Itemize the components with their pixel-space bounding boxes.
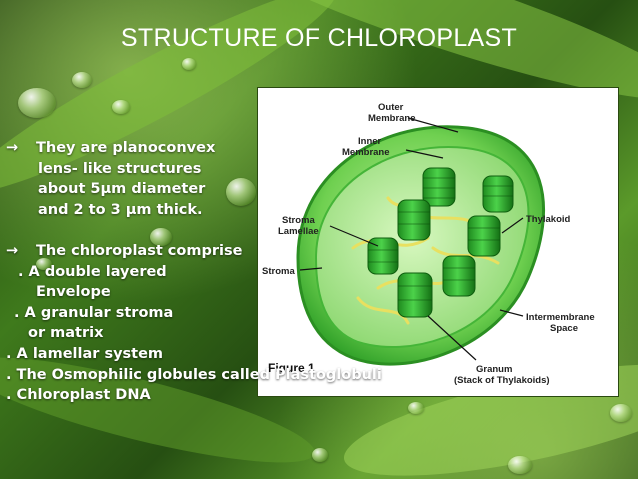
label-granum-2: (Stack of Thylakoids) <box>454 375 550 386</box>
granum <box>442 255 476 297</box>
granum <box>467 215 501 257</box>
water-drop-decor <box>610 404 632 422</box>
bullet-line: about 5µm diameter <box>38 181 206 198</box>
bullet-line: . A lamellar system <box>6 345 164 362</box>
chloroplast-diagram: Outer Membrane Inner Membrane Stroma Lam… <box>262 102 595 386</box>
figure-caption: Figure 1 <box>268 361 315 375</box>
bullet-line: . The Osmophilic globules called Plastog… <box>6 366 382 383</box>
arrow-icon: → <box>6 242 19 259</box>
granum <box>367 237 399 275</box>
water-drop-decor <box>408 402 424 414</box>
label-stroma-lamellae-1: Stroma <box>282 215 315 226</box>
label-thylakoid: Thylakoid <box>526 214 571 225</box>
label-intermembrane-2: Space <box>550 323 578 334</box>
water-drop-decor <box>112 100 130 114</box>
water-drop-decor <box>312 448 328 462</box>
granum <box>482 175 514 213</box>
inner-membrane-shape <box>314 146 530 349</box>
granum <box>397 199 431 241</box>
bullet-line: or matrix <box>28 325 104 342</box>
water-drop-decor <box>508 456 532 474</box>
granum <box>422 167 456 207</box>
label-leader-lines <box>299 117 524 361</box>
water-drop-decor <box>36 258 52 270</box>
water-drop-decor <box>72 72 92 88</box>
label-stroma: Stroma <box>262 266 295 277</box>
label-granum-1: Granum <box>476 364 512 375</box>
bullet-line: →The chloroplast comprise <box>6 241 382 262</box>
bullet-line: . Chloroplast DNA <box>6 387 151 404</box>
bullet-line: . A double layered <box>18 263 167 280</box>
bullet-line: lens- like structures <box>38 160 202 177</box>
water-drop-decor <box>150 228 172 246</box>
grana-stacks <box>367 167 514 318</box>
label-inner-membrane-1: Inner <box>358 136 382 147</box>
slide-title: STRUCTURE OF CHLOROPLAST <box>120 24 518 52</box>
bullet-line: and 2 to 3 µm thick. <box>38 201 203 218</box>
label-stroma-lamellae-2: Lamellae <box>278 226 319 237</box>
bullet-line: . A granular stroma <box>14 304 174 321</box>
label-outer-membrane-1: Outer <box>378 102 404 113</box>
water-drop-decor <box>182 58 196 70</box>
chloroplast-figure: Outer Membrane Inner Membrane Stroma Lam… <box>258 88 618 396</box>
label-outer-membrane-2: Membrane <box>368 113 416 124</box>
label-inner-membrane-2: Membrane <box>342 147 390 158</box>
bullet-line: →They are planoconvex <box>6 138 382 159</box>
water-drop-decor <box>226 178 256 206</box>
bullet-spacer <box>6 220 382 241</box>
bullet-line: Envelope <box>36 284 111 301</box>
label-intermembrane-1: Intermembrane <box>526 312 595 323</box>
water-drop-decor <box>18 88 56 118</box>
bullet-list: →They are planoconvex lens- like structu… <box>6 138 382 406</box>
arrow-icon: → <box>6 140 19 156</box>
granum <box>397 272 433 318</box>
